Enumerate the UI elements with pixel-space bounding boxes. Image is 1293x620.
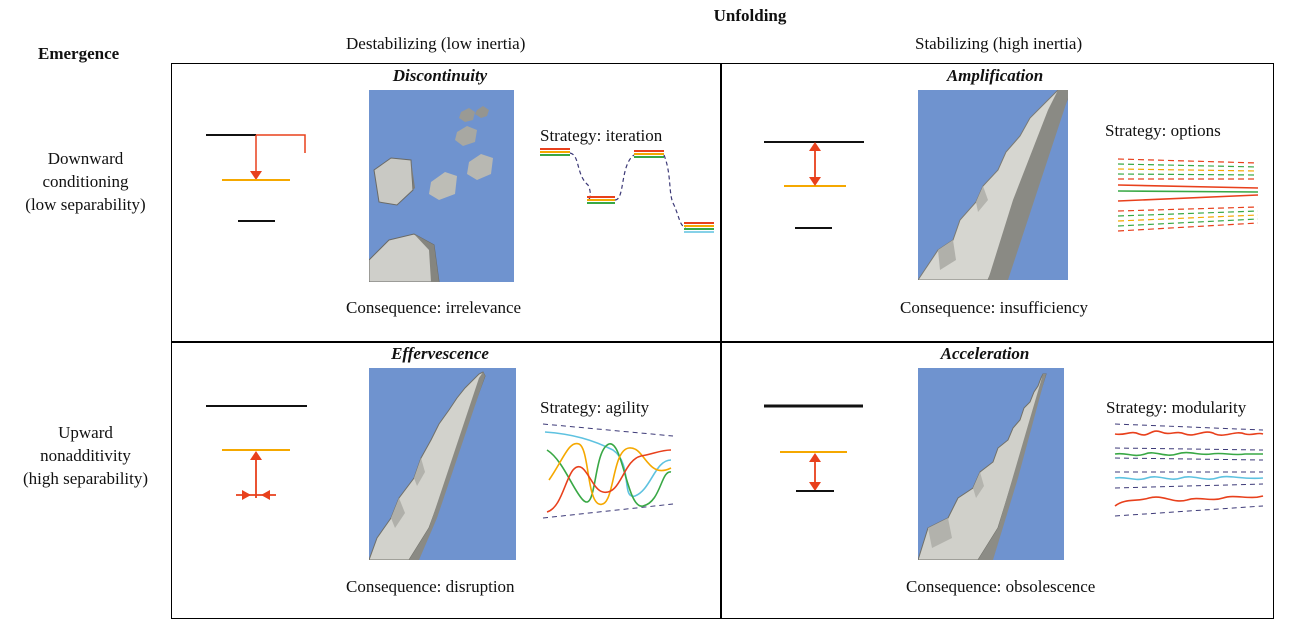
discontinuity-photo: [369, 90, 514, 282]
emergence-heading: Emergence: [38, 44, 120, 63]
acceleration-photo: [918, 368, 1064, 560]
acceleration-level-diagram: [764, 404, 863, 492]
discontinuity-consequence: Consequence: irrelevance: [346, 298, 522, 317]
unfolding-heading: Unfolding: [713, 6, 787, 25]
acceleration-strategy: Strategy: modularity: [1106, 398, 1247, 417]
amplification-photo: [918, 90, 1068, 280]
modularity-strategy-diagram: [1114, 423, 1264, 517]
acceleration-consequence: Consequence: obsolescence: [906, 577, 1096, 596]
iteration-step-2: [587, 196, 615, 204]
options-strategy-diagram: [1117, 158, 1259, 232]
iteration-step-3: [634, 150, 664, 158]
row-header-bottom-line3: (high separability): [22, 469, 149, 488]
effervescence-consequence: Consequence: disruption: [346, 577, 515, 596]
amplification-title: Amplification: [946, 66, 1044, 85]
column-header-destabilizing: Destabilizing (low inertia): [346, 34, 526, 53]
amplification-strategy: Strategy: options: [1105, 121, 1221, 140]
iteration-step-4: [684, 222, 714, 233]
row-header-bottom-line1: Upward: [58, 423, 113, 442]
row-divider: [171, 341, 1274, 343]
effervescence-level-diagram: [206, 405, 307, 500]
effervescence-strategy: Strategy: agility: [540, 398, 650, 417]
row-header-top-line2: conditioning: [42, 172, 129, 191]
row-header-top-line3: (low separability): [25, 195, 146, 214]
discontinuity-title: Discontinuity: [392, 66, 488, 85]
amplification-level-diagram: [764, 141, 864, 229]
discontinuity-strategy: Strategy: iteration: [540, 126, 663, 145]
discontinuity-level-diagram: [206, 134, 306, 222]
effervescence-title: Effervescence: [391, 344, 489, 363]
effervescence-photo: [369, 368, 516, 560]
row-header-top-line1: Downward: [47, 149, 124, 168]
acceleration-title: Acceleration: [940, 344, 1030, 363]
iteration-strategy-diagram: [540, 148, 714, 233]
amplification-consequence: Consequence: insufficiency: [900, 298, 1089, 317]
agility-strategy-diagram: [542, 423, 674, 519]
row-header-bottom-line2: nonadditivity: [40, 446, 131, 465]
column-header-stabilizing: Stabilizing (high inertia): [915, 34, 1083, 53]
iteration-step-1: [540, 148, 570, 156]
